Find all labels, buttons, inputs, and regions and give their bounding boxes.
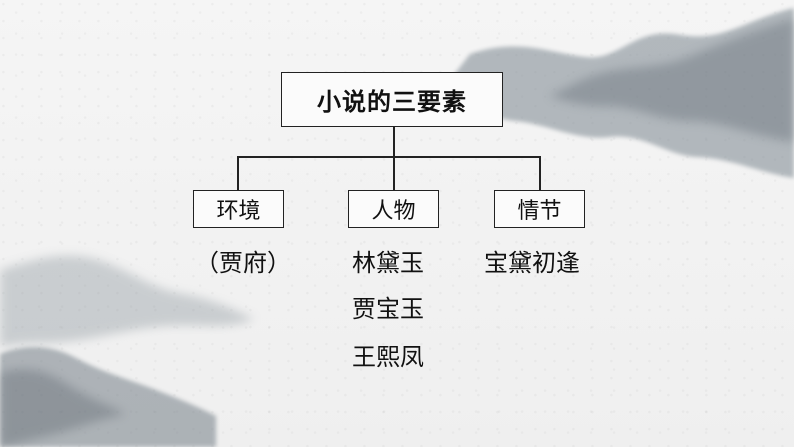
root-node-label: 小说的三要素 [317, 88, 467, 116]
plot-item: 宝黛初逢 [484, 249, 580, 277]
environment-item: （贾府） [195, 249, 291, 277]
characters-connector [393, 156, 395, 190]
branch-connector [237, 156, 540, 158]
character-item: 王熙凤 [352, 343, 424, 371]
root-connector [393, 127, 395, 156]
character-item: 林黛玉 [352, 249, 424, 277]
characters-node-box: 人物 [348, 190, 439, 228]
character-item: 贾宝玉 [352, 295, 424, 323]
environment-connector [237, 156, 239, 190]
root-node-box: 小说的三要素 [281, 72, 503, 127]
environment-node-label: 环境 [216, 199, 261, 224]
characters-node-label: 人物 [371, 199, 416, 224]
environment-node-box: 环境 [193, 190, 284, 228]
plot-connector [539, 156, 541, 190]
plot-node-label: 情节 [517, 199, 562, 224]
plot-node-box: 情节 [494, 190, 585, 228]
